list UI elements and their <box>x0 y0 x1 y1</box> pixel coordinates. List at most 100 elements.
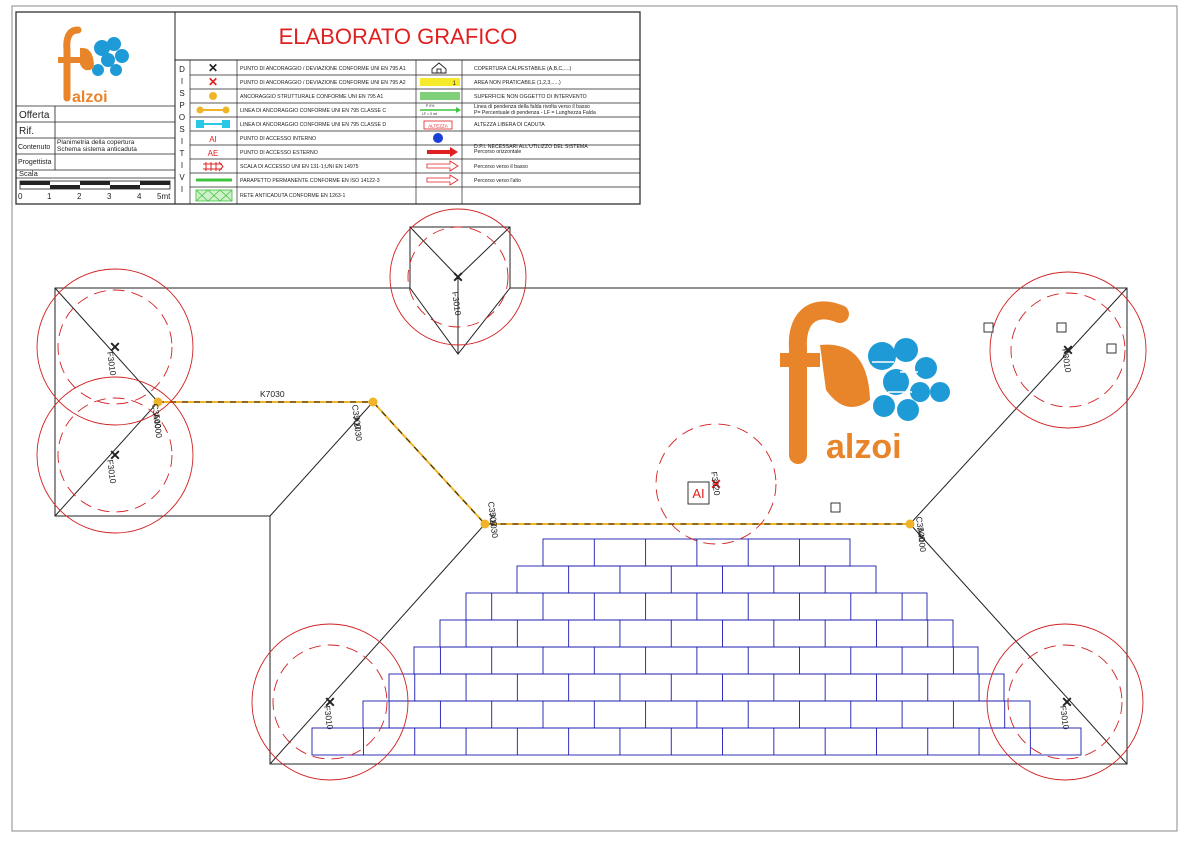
downward-path-icon <box>426 160 459 172</box>
title-fields: Offerta Rif. Contenuto Planimetria della… <box>16 105 175 179</box>
scale-tick-1: 1 <box>47 192 52 201</box>
contenuto-value-1: Planimetria della copertura <box>57 139 135 146</box>
svg-text:O: O <box>179 113 185 122</box>
scale-tick-3: 3 <box>107 192 112 201</box>
anchor-a1-icon: ✕ <box>1061 694 1073 710</box>
roof-outline <box>54 287 1128 765</box>
svg-text:Percorso verso il basso: Percorso verso il basso <box>474 164 528 170</box>
slope-line-icon: P 0% LF = 0 mt <box>420 104 461 116</box>
contenuto-value-2: Schema sistema anticaduta <box>57 146 137 153</box>
area-number: 1 <box>453 81 457 87</box>
logo-wordmark: alzoi <box>72 89 108 106</box>
legend-left-texts: PUNTO DI ANCORAGGIO / DEVIAZIONE CONFORM… <box>240 66 406 199</box>
svg-text:ALTEZZA LIBERA DI CADUTA: ALTEZZA LIBERA DI CADUTA <box>474 122 545 128</box>
access-internal-icon: AI <box>209 135 217 144</box>
svg-text:I: I <box>181 185 183 194</box>
svg-text:Percorso orizzontale: Percorso orizzontale <box>474 149 521 155</box>
upward-path-icon <box>426 174 459 186</box>
label-a4000: A4000 <box>915 527 928 553</box>
access-point-internal: AI <box>687 481 710 505</box>
access-internal-icon: AI <box>692 486 704 501</box>
svg-text:PUNTO DI ACCESSO INTERNO: PUNTO DI ACCESSO INTERNO <box>240 136 316 142</box>
svg-text:T: T <box>180 149 185 158</box>
anchor-a1-icon: ✕ <box>208 61 218 75</box>
field-contenuto: Contenuto <box>18 144 50 151</box>
company-logo-large: alzoi <box>780 301 950 466</box>
svg-text:LINEA DI ANCORAGGIO CONFORME U: LINEA DI ANCORAGGIO CONFORME UNI EN 795 … <box>240 108 386 114</box>
access-external-icon: AE <box>208 149 219 158</box>
tile-course <box>388 673 1005 702</box>
label-f3020: F3020 <box>709 471 722 497</box>
no-access-area-icon <box>420 78 460 86</box>
roof-plan <box>54 226 1128 765</box>
label-c3500: C3500 <box>350 404 363 430</box>
tile-course <box>516 565 877 594</box>
ppe-icon <box>433 133 443 143</box>
ladder-icon <box>203 161 224 172</box>
label-c3500: C3500 <box>914 516 927 542</box>
svg-text:Percorso verso l'alto: Percorso verso l'alto <box>474 178 521 184</box>
logo-wordmark-large: alzoi <box>826 428 902 466</box>
field-rif: Rif. <box>19 126 34 137</box>
line-class-d-icon <box>196 120 230 128</box>
tile-course <box>311 727 1082 756</box>
svg-text:S: S <box>179 89 184 98</box>
field-offerta: Offerta <box>19 110 50 121</box>
tile-course <box>413 646 979 675</box>
svg-text:S: S <box>179 125 184 134</box>
legend-heading: ELABORATO GRAFICO <box>279 24 518 49</box>
svg-text:AREA NON PRATICABILE (1,2,3,..: AREA NON PRATICABILE (1,2,3,.....) <box>474 80 561 86</box>
excluded-surface-icon <box>420 92 460 100</box>
svg-text:I: I <box>181 137 183 146</box>
svg-text:LINEA DI ANCORAGGIO CONFORME U: LINEA DI ANCORAGGIO CONFORME UNI EN 795 … <box>240 122 386 128</box>
horizontal-path-icon <box>427 147 458 157</box>
legend-right-symbols: 1 P 0% LF = 0 mt ALTEZZA <box>420 62 461 186</box>
structural-anchor-icon <box>209 92 217 100</box>
title-block: alzoi Offerta Rif. Contenuto Planimetria… <box>15 11 641 205</box>
roof-tiles <box>311 538 1082 756</box>
dormer <box>409 226 511 355</box>
anchor-line-class-c <box>153 397 915 529</box>
company-logo: alzoi <box>58 26 129 106</box>
legend-right-texts: COPERTURA CALPESTABILE (A,B,C,....) AREA… <box>474 66 596 184</box>
structural-anchor <box>905 519 915 529</box>
roof-openings <box>830 322 1117 513</box>
svg-text:PUNTO DI ACCESSO ESTERNO: PUNTO DI ACCESSO ESTERNO <box>240 150 318 156</box>
scale-tick-4: 4 <box>137 192 142 201</box>
label-c3500: C3500 <box>150 403 163 429</box>
label-f3010: F3010 <box>1058 705 1071 731</box>
label-f3010: F3010 <box>105 459 118 485</box>
svg-text:P 0%: P 0% <box>426 104 434 108</box>
anchor-a2-icon: ✕ <box>710 476 722 492</box>
label-k7030: K7030 <box>260 389 285 399</box>
svg-text:Linea di pendenza della falda: Linea di pendenza della falda rivolta ve… <box>474 104 590 110</box>
label-f3010: F3010 <box>1060 348 1073 374</box>
scale-tick-2: 2 <box>77 192 82 201</box>
svg-text:V: V <box>179 173 185 182</box>
legend-left-symbols: ✕ ✕ AI AE <box>195 61 233 202</box>
label-f3010: F3010 <box>450 291 463 317</box>
svg-text:PUNTO DI ANCORAGGIO / DEVIAZIO: PUNTO DI ANCORAGGIO / DEVIAZIONE CONFORM… <box>240 80 406 86</box>
svg-text:D: D <box>179 65 185 74</box>
anchor-a1-icon: ✕ <box>324 694 336 710</box>
svg-text:SCALA DI ACCESSO UNI EN 131-1: SCALA DI ACCESSO UNI EN 131-1;UNI EN 149… <box>240 164 359 170</box>
fall-clearance-circles <box>36 208 1147 781</box>
svg-text:PUNTO DI ANCORAGGIO / DEVIAZIO: PUNTO DI ANCORAGGIO / DEVIAZIONE CONFORM… <box>240 66 406 72</box>
svg-text:COPERTURA CALPESTABILE (A,B,C: COPERTURA CALPESTABILE (A,B,C,....) <box>474 66 572 72</box>
legend-vertical-label: D I S P O S I T I V I <box>179 65 185 194</box>
anchor-a1-icon: ✕ <box>109 447 121 463</box>
label-a1030: A1030 <box>487 513 500 539</box>
plan-labels: F3010 F3010 F3010 F3010 F3010 F3010 F302… <box>105 291 1073 731</box>
structural-anchor <box>153 397 163 407</box>
walkable-roof-icon <box>431 62 447 74</box>
svg-text:I: I <box>181 77 183 86</box>
label-a1030: A1030 <box>351 416 364 442</box>
label-f3010: F3010 <box>105 351 118 377</box>
fall-height-icon: ALTEZZA <box>423 120 453 130</box>
sheet-border <box>11 5 1178 832</box>
anchor-a2-icon: ✕ <box>208 75 218 89</box>
safety-net-icon <box>195 189 233 202</box>
roof-ridges <box>54 287 1128 765</box>
svg-text:LF = 0 mt: LF = 0 mt <box>422 112 437 116</box>
